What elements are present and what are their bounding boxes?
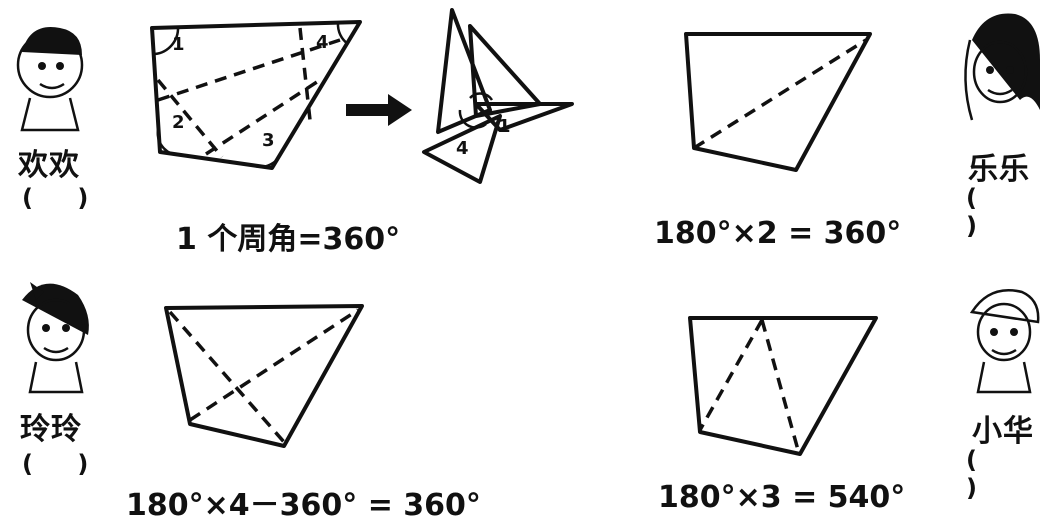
huanhuan-quadrilateral: 1 4 3 2 — [150, 20, 362, 170]
lingling-answer-blank[interactable]: ( ) — [22, 450, 107, 478]
angle-label-1: 1 — [172, 34, 185, 55]
lingling-quadrilateral — [164, 304, 364, 448]
rearranged-angles: 1 4 — [422, 8, 574, 184]
huanhuan-avatar — [16, 27, 84, 132]
huanhuan-answer-blank[interactable]: ( ) — [22, 184, 107, 212]
xiaohua-avatar — [969, 289, 1040, 394]
xiaohua-quadrilateral — [688, 316, 878, 456]
huanhuan-formula: 1 个周角=360° — [176, 222, 401, 257]
lele-name: 乐乐 — [968, 152, 1030, 187]
rearranged-label-4: 4 — [456, 138, 469, 159]
rearranged-label-1: 1 — [498, 116, 511, 137]
angle-label-2: 2 — [172, 112, 185, 133]
arrow-right-icon — [346, 94, 412, 126]
lingling-avatar — [22, 282, 89, 394]
huanhuan-name: 欢欢 — [18, 148, 80, 183]
lele-quadrilateral — [684, 32, 872, 172]
lingling-name: 玲玲 — [20, 412, 82, 447]
angle-label-3: 3 — [262, 130, 275, 151]
lingling-formula: 180°×4－360° = 360° — [126, 488, 481, 523]
angle-label-4: 4 — [316, 32, 329, 53]
xiaohua-name: 小华 — [972, 414, 1034, 449]
lele-avatar — [964, 13, 1040, 121]
lele-answer-blank[interactable]: ( ) — [966, 184, 995, 240]
lele-formula: 180°×2 = 360° — [654, 216, 902, 251]
xiaohua-formula: 180°×3 = 540° — [658, 480, 906, 515]
xiaohua-answer-blank[interactable]: ( ) — [966, 446, 995, 502]
